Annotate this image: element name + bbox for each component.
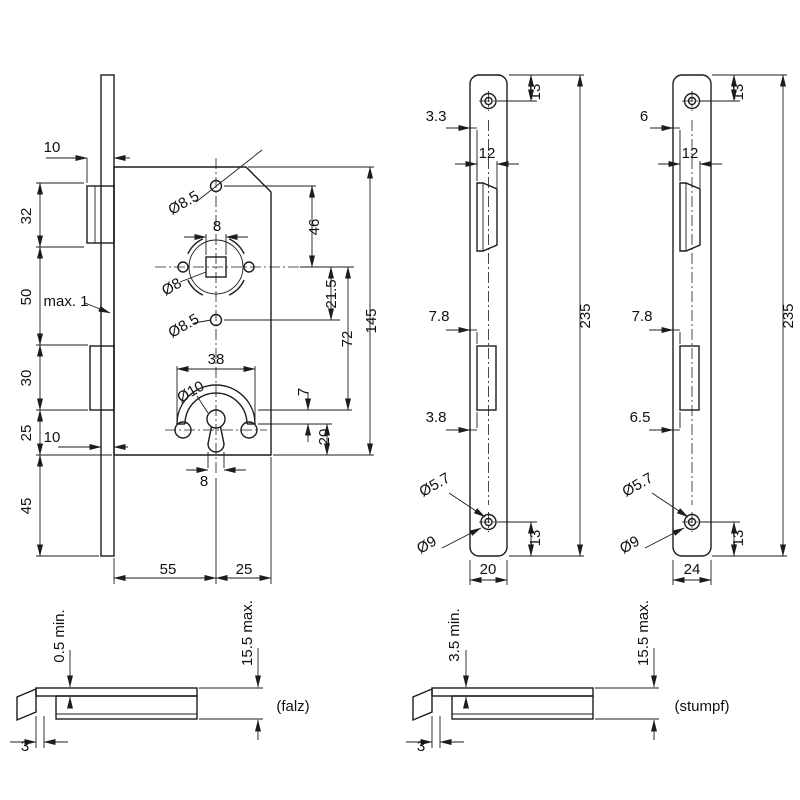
faceplate-edge	[35, 687, 198, 697]
falz-dim-3-8: 3.8	[426, 409, 447, 426]
side-stumpf-dim-3: 3	[417, 738, 425, 755]
view-caption-falz: (falz)	[276, 698, 309, 715]
dim-50: 50	[18, 289, 35, 306]
side-falz-dim-0-5-min: 0.5 min.	[51, 609, 68, 662]
spring-clip	[187, 238, 204, 255]
dim-145: 145	[363, 308, 380, 333]
stumpf-dim-dia-5-7: Ø5.7	[619, 470, 656, 501]
dim-10-top: 10	[44, 139, 61, 156]
faceplate-stumpf	[672, 74, 712, 557]
dimension-lines-stumpf	[644, 74, 787, 585]
stumpf-dim-6: 6	[640, 108, 648, 125]
dim-20-right: 20	[316, 429, 333, 446]
stumpf-dim-6-5: 6.5	[630, 409, 651, 426]
dim-8-keyhole: 8	[200, 473, 208, 490]
dim-10-bottom: 10	[44, 429, 61, 446]
dim-38: 38	[208, 351, 225, 368]
dimension-lines-side-stumpf	[406, 648, 659, 748]
dim-46: 46	[306, 219, 323, 236]
side-stumpf-dim-15-5-max: 15.5 max.	[635, 600, 652, 666]
stumpf-dim-dia-9: Ø9	[617, 533, 643, 558]
stumpf-dim-13-top: 13	[730, 84, 747, 101]
dim-55: 55	[160, 561, 177, 578]
falz-dim-3-3: 3.3	[426, 108, 447, 125]
dim-7: 7	[295, 388, 312, 396]
faceplate-side-view-stumpf	[406, 648, 659, 748]
dim-dia-10: Ø10	[174, 378, 207, 407]
spring-clip	[187, 279, 204, 296]
latch-bolt	[86, 185, 115, 244]
latch-opening	[679, 182, 701, 252]
dim-32: 32	[18, 208, 35, 225]
spring-clip	[228, 279, 245, 296]
falz-dim-7-8: 7.8	[429, 308, 450, 325]
view-caption-stumpf: (stumpf)	[674, 698, 729, 715]
faceplate-edge	[431, 687, 594, 697]
dim-dia-8: Ø8	[159, 275, 185, 300]
falz-dim-dia-9: Ø9	[414, 533, 440, 558]
dim-8-square: 8	[213, 218, 221, 235]
dimension-lines-falz	[441, 74, 584, 585]
dim-dia-8-5-top: Ø8.5	[165, 188, 202, 219]
lock-case-edge	[451, 695, 594, 720]
falz-dim-13-top: 13	[527, 84, 544, 101]
stumpf-dim-13-bottom: 13	[730, 530, 747, 547]
dim-max-1: max. 1	[43, 293, 88, 310]
falz-dim-235: 235	[577, 303, 594, 328]
spring-clip	[228, 238, 245, 255]
stumpf-dim-12: 12	[682, 145, 699, 162]
lock-case-edge	[55, 695, 198, 720]
stumpf-dim-7-8: 7.8	[632, 308, 653, 325]
deadbolt-opening	[679, 345, 700, 411]
faceplate-side-view-falz	[10, 648, 263, 748]
dim-21-5: 21.5	[323, 279, 340, 308]
faceplate-front-view-stumpf	[644, 74, 787, 585]
keyhole-arch-outer	[176, 384, 256, 425]
dim-25-left: 25	[18, 425, 35, 442]
dim-45: 45	[18, 498, 35, 515]
dimension-lines-side-falz	[10, 648, 263, 748]
falz-dim-12: 12	[479, 145, 496, 162]
dim-30: 30	[18, 370, 35, 387]
dead-bolt	[89, 345, 115, 411]
stumpf-dim-24: 24	[684, 561, 701, 578]
dimension-lines-main	[36, 149, 374, 584]
side-falz-dim-15-5-max: 15.5 max.	[239, 600, 256, 666]
falz-lip	[16, 687, 37, 722]
deadbolt-opening	[476, 345, 497, 411]
latch-opening	[476, 182, 498, 252]
falz-dim-20: 20	[480, 561, 497, 578]
faceplate-falz	[469, 74, 508, 557]
stumpf-dim-235: 235	[780, 303, 797, 328]
lock-body-front-view	[36, 74, 374, 584]
side-stumpf-dim-3-5-min: 3.5 min.	[446, 608, 463, 661]
dim-dia-8-5-mid: Ø8.5	[165, 311, 202, 342]
falz-dim-13-bottom: 13	[527, 530, 544, 547]
dim-25-bottom: 25	[236, 561, 253, 578]
side-falz-dim-3: 3	[21, 738, 29, 755]
dim-72: 72	[339, 331, 356, 348]
stumpf-lip	[412, 687, 433, 722]
faceplate-front-view-falz	[441, 74, 584, 585]
faceplate	[100, 74, 115, 557]
falz-dim-dia-5-7: Ø5.7	[416, 470, 453, 501]
